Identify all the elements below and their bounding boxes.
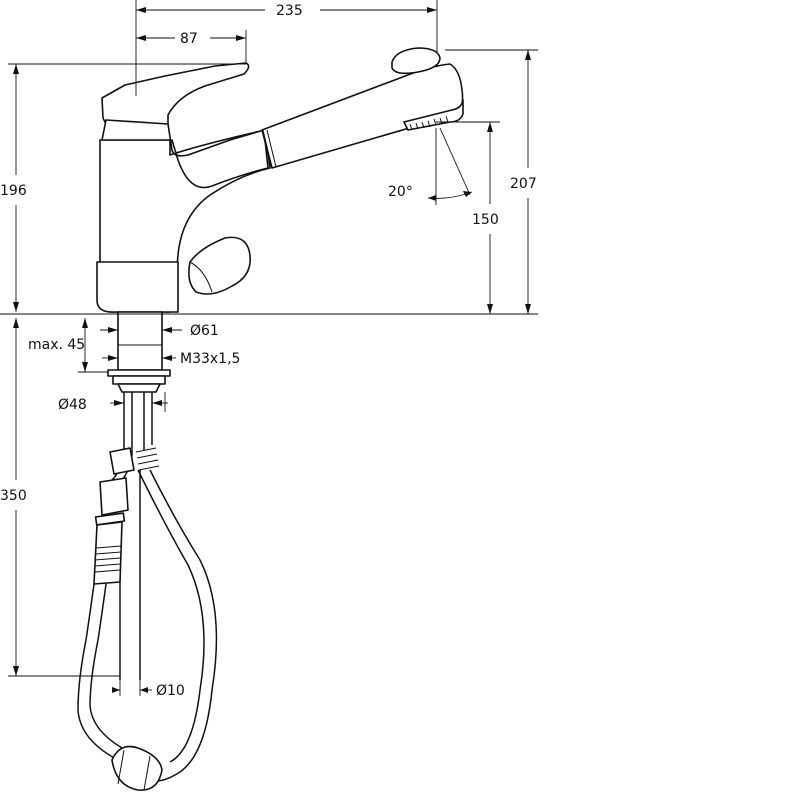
dim-lever-offset: 87 — [180, 31, 198, 47]
dim-body-height: 196 — [0, 183, 27, 199]
outlet-grid — [409, 115, 449, 131]
side-knob[interactable] — [188, 236, 251, 295]
dimension-labels: 235 87 196 207 150 20° Ø61 max. 45 M33x1… — [0, 3, 537, 699]
dim-spray-angle: 20° — [388, 184, 413, 200]
spray-head[interactable] — [261, 47, 464, 169]
dim-overall-length: 235 — [276, 3, 303, 19]
dim-max-counter-thickness: max. 45 — [28, 337, 85, 353]
dim-hose-length: 350 — [0, 488, 27, 504]
dim-outlet-height: 150 — [472, 212, 499, 228]
hose-weight — [111, 745, 163, 791]
dim-mount-diameter: Ø48 — [58, 397, 87, 413]
dim-hose-diameter: Ø10 — [156, 683, 185, 699]
supply-hoses — [77, 392, 218, 791]
mounting-shank — [107, 311, 171, 393]
dim-base-diameter: Ø61 — [190, 323, 219, 339]
dim-thread: M33x1,5 — [180, 351, 240, 367]
dim-spout-height: 207 — [510, 176, 537, 192]
dimension-lines — [0, 0, 538, 696]
spray-toggle-button — [391, 47, 441, 75]
